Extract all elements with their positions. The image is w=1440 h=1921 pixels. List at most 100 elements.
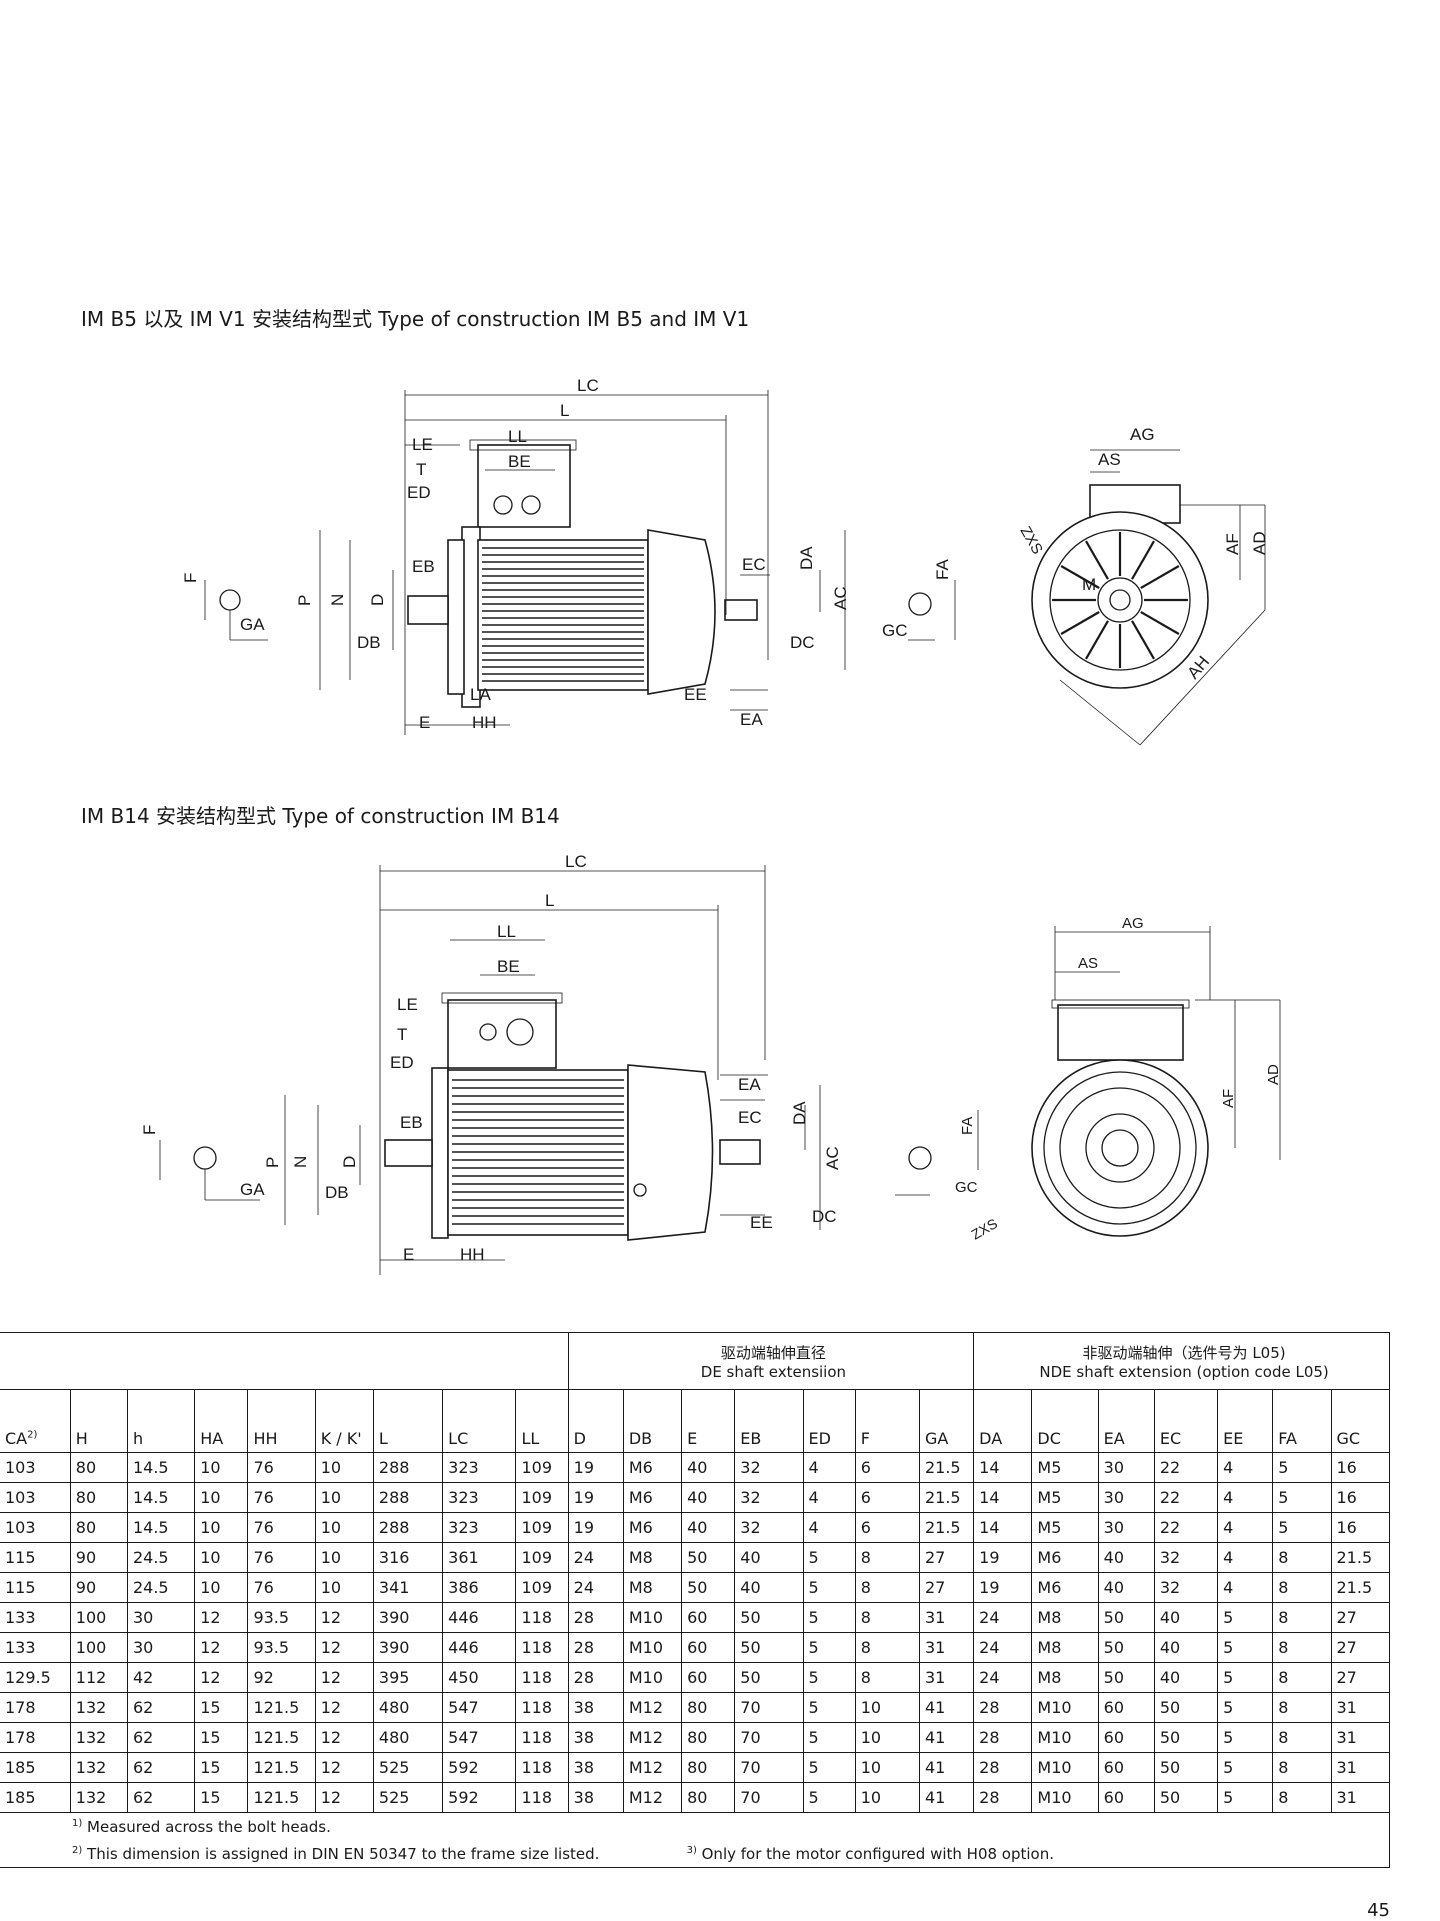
table-cell: 38 [567, 1752, 624, 1783]
table-cell: 185 [0, 1782, 71, 1813]
table-cell: 80 [69, 1482, 128, 1513]
table-cell: 50 [681, 1572, 736, 1603]
svg-text:BE: BE [508, 452, 531, 471]
table-cell: 129.5 [0, 1662, 71, 1693]
svg-text:LL: LL [508, 427, 527, 446]
svg-text:AD: AD [1265, 1064, 1282, 1085]
column-header-19: EC [1153, 1389, 1219, 1453]
table-cell: 12 [314, 1692, 374, 1723]
column-header-9: D [567, 1389, 624, 1453]
table-cell: 14.5 [126, 1512, 196, 1543]
svg-text:EA: EA [738, 1075, 761, 1094]
table-cell: 12 [314, 1782, 374, 1813]
footnote-1-text: Measured across the bolt heads. [87, 1817, 331, 1836]
table-cell: 28 [973, 1692, 1033, 1723]
table-cell: M6 [1031, 1572, 1099, 1603]
table-cell: 40 [734, 1572, 804, 1603]
table-cell: 31 [1330, 1782, 1390, 1813]
table-cell: 10 [194, 1482, 249, 1513]
table-cell: 19 [567, 1482, 624, 1513]
table-cell: M8 [1031, 1602, 1099, 1633]
table-cell: 21.5 [918, 1482, 975, 1513]
table-cell: 60 [1097, 1752, 1155, 1783]
svg-text:AF: AF [1220, 1089, 1237, 1108]
table-cell: 30 [126, 1632, 196, 1663]
svg-text:EB: EB [400, 1113, 423, 1132]
table-cell: 24 [973, 1662, 1033, 1693]
footnote-3: 3) Only for the motor configured with H0… [681, 1840, 1390, 1868]
table-cell: 316 [372, 1542, 444, 1573]
table-cell: 38 [567, 1692, 624, 1723]
table-cell: 8 [1272, 1572, 1332, 1603]
table-cell: 80 [681, 1722, 736, 1753]
table-cell: 50 [734, 1632, 804, 1663]
table-cell: 19 [973, 1572, 1033, 1603]
table-cell: 22 [1153, 1512, 1219, 1543]
svg-text:EE: EE [684, 685, 707, 704]
svg-text:EA: EA [740, 710, 763, 729]
table-cell: 30 [1097, 1482, 1155, 1513]
table-cell: M5 [1031, 1482, 1099, 1513]
svg-text:HH: HH [472, 713, 497, 732]
table-cell: 76 [247, 1542, 316, 1573]
svg-text:F: F [181, 573, 200, 583]
table-cell: 5 [1217, 1662, 1274, 1693]
table-cell: 15 [194, 1782, 249, 1813]
table-cell: 24 [973, 1632, 1033, 1663]
table-cell: 40 [1153, 1662, 1219, 1693]
table-cell: 90 [69, 1542, 128, 1573]
group-nde-cn: 非驱动端轴伸（选件号为 L05) [1082, 1343, 1286, 1362]
table-cell: 5 [802, 1692, 856, 1723]
table-cell: 4 [802, 1452, 856, 1483]
group-de-en: DE shaft extensiion [700, 1362, 847, 1381]
column-header-13: ED [802, 1389, 856, 1453]
b5-side-view: LC L LE LL BE T ED EB P N D DB LA E HH E… [181, 376, 850, 735]
table-cell: 5 [1272, 1452, 1332, 1483]
table-cell: 62 [126, 1782, 196, 1813]
heading-b5-v1: IM B5 以及 IM V1 安装结构型式 Type of constructi… [81, 307, 750, 331]
table-cell: 10 [854, 1692, 920, 1723]
table-cell: 28 [567, 1632, 624, 1663]
table-cell: 27 [1330, 1632, 1390, 1663]
table-cell: 8 [1272, 1782, 1332, 1813]
table-cell: 5 [802, 1602, 856, 1633]
table-cell: 24 [973, 1602, 1033, 1633]
table-cell: 76 [247, 1482, 316, 1513]
column-header-18: EA [1097, 1389, 1155, 1453]
svg-text:L: L [560, 401, 569, 420]
table-cell: M10 [622, 1662, 683, 1693]
svg-text:FA: FA [933, 559, 952, 580]
column-header-12: EB [734, 1389, 804, 1453]
table-cell: 14.5 [126, 1452, 196, 1483]
table-cell: 80 [681, 1752, 736, 1783]
table-cell: 5 [1217, 1632, 1274, 1663]
drawing-line [1085, 540, 1109, 580]
svg-text:FA: FA [959, 1117, 976, 1135]
table-cell: M10 [1031, 1722, 1099, 1753]
table-cell: 31 [918, 1662, 975, 1693]
table-cell: 16 [1330, 1452, 1390, 1483]
svg-text:T: T [397, 1025, 407, 1044]
svg-text:GA: GA [240, 615, 265, 634]
table-cell: 62 [126, 1752, 196, 1783]
table-cell: 446 [442, 1632, 517, 1663]
table-cell: 93.5 [247, 1632, 316, 1663]
svg-text:AF: AF [1223, 533, 1242, 555]
column-header-21: FA [1272, 1389, 1332, 1453]
b14-side-view: LC L LL BE LE T ED EA EC DA EB P N D DB … [140, 852, 842, 1275]
table-cell: M12 [622, 1692, 683, 1723]
table-cell: 32 [734, 1482, 804, 1513]
svg-text:AG: AG [1130, 425, 1155, 444]
table-cell: 341 [372, 1572, 444, 1603]
table-cell: 50 [1097, 1632, 1155, 1663]
column-header-11: E [681, 1389, 736, 1453]
table-cell: 19 [567, 1512, 624, 1543]
svg-text:DC: DC [790, 633, 815, 652]
technical-drawings: LC L LE LL BE T ED EB P N D DB LA E HH E… [140, 376, 1282, 1275]
table-cell: 76 [247, 1452, 316, 1483]
svg-text:GA: GA [240, 1180, 265, 1199]
footnote-1-mark: 1) [72, 1817, 83, 1829]
svg-text:ED: ED [390, 1053, 414, 1072]
svg-text:P: P [295, 595, 314, 606]
column-header-6: L [372, 1389, 444, 1453]
